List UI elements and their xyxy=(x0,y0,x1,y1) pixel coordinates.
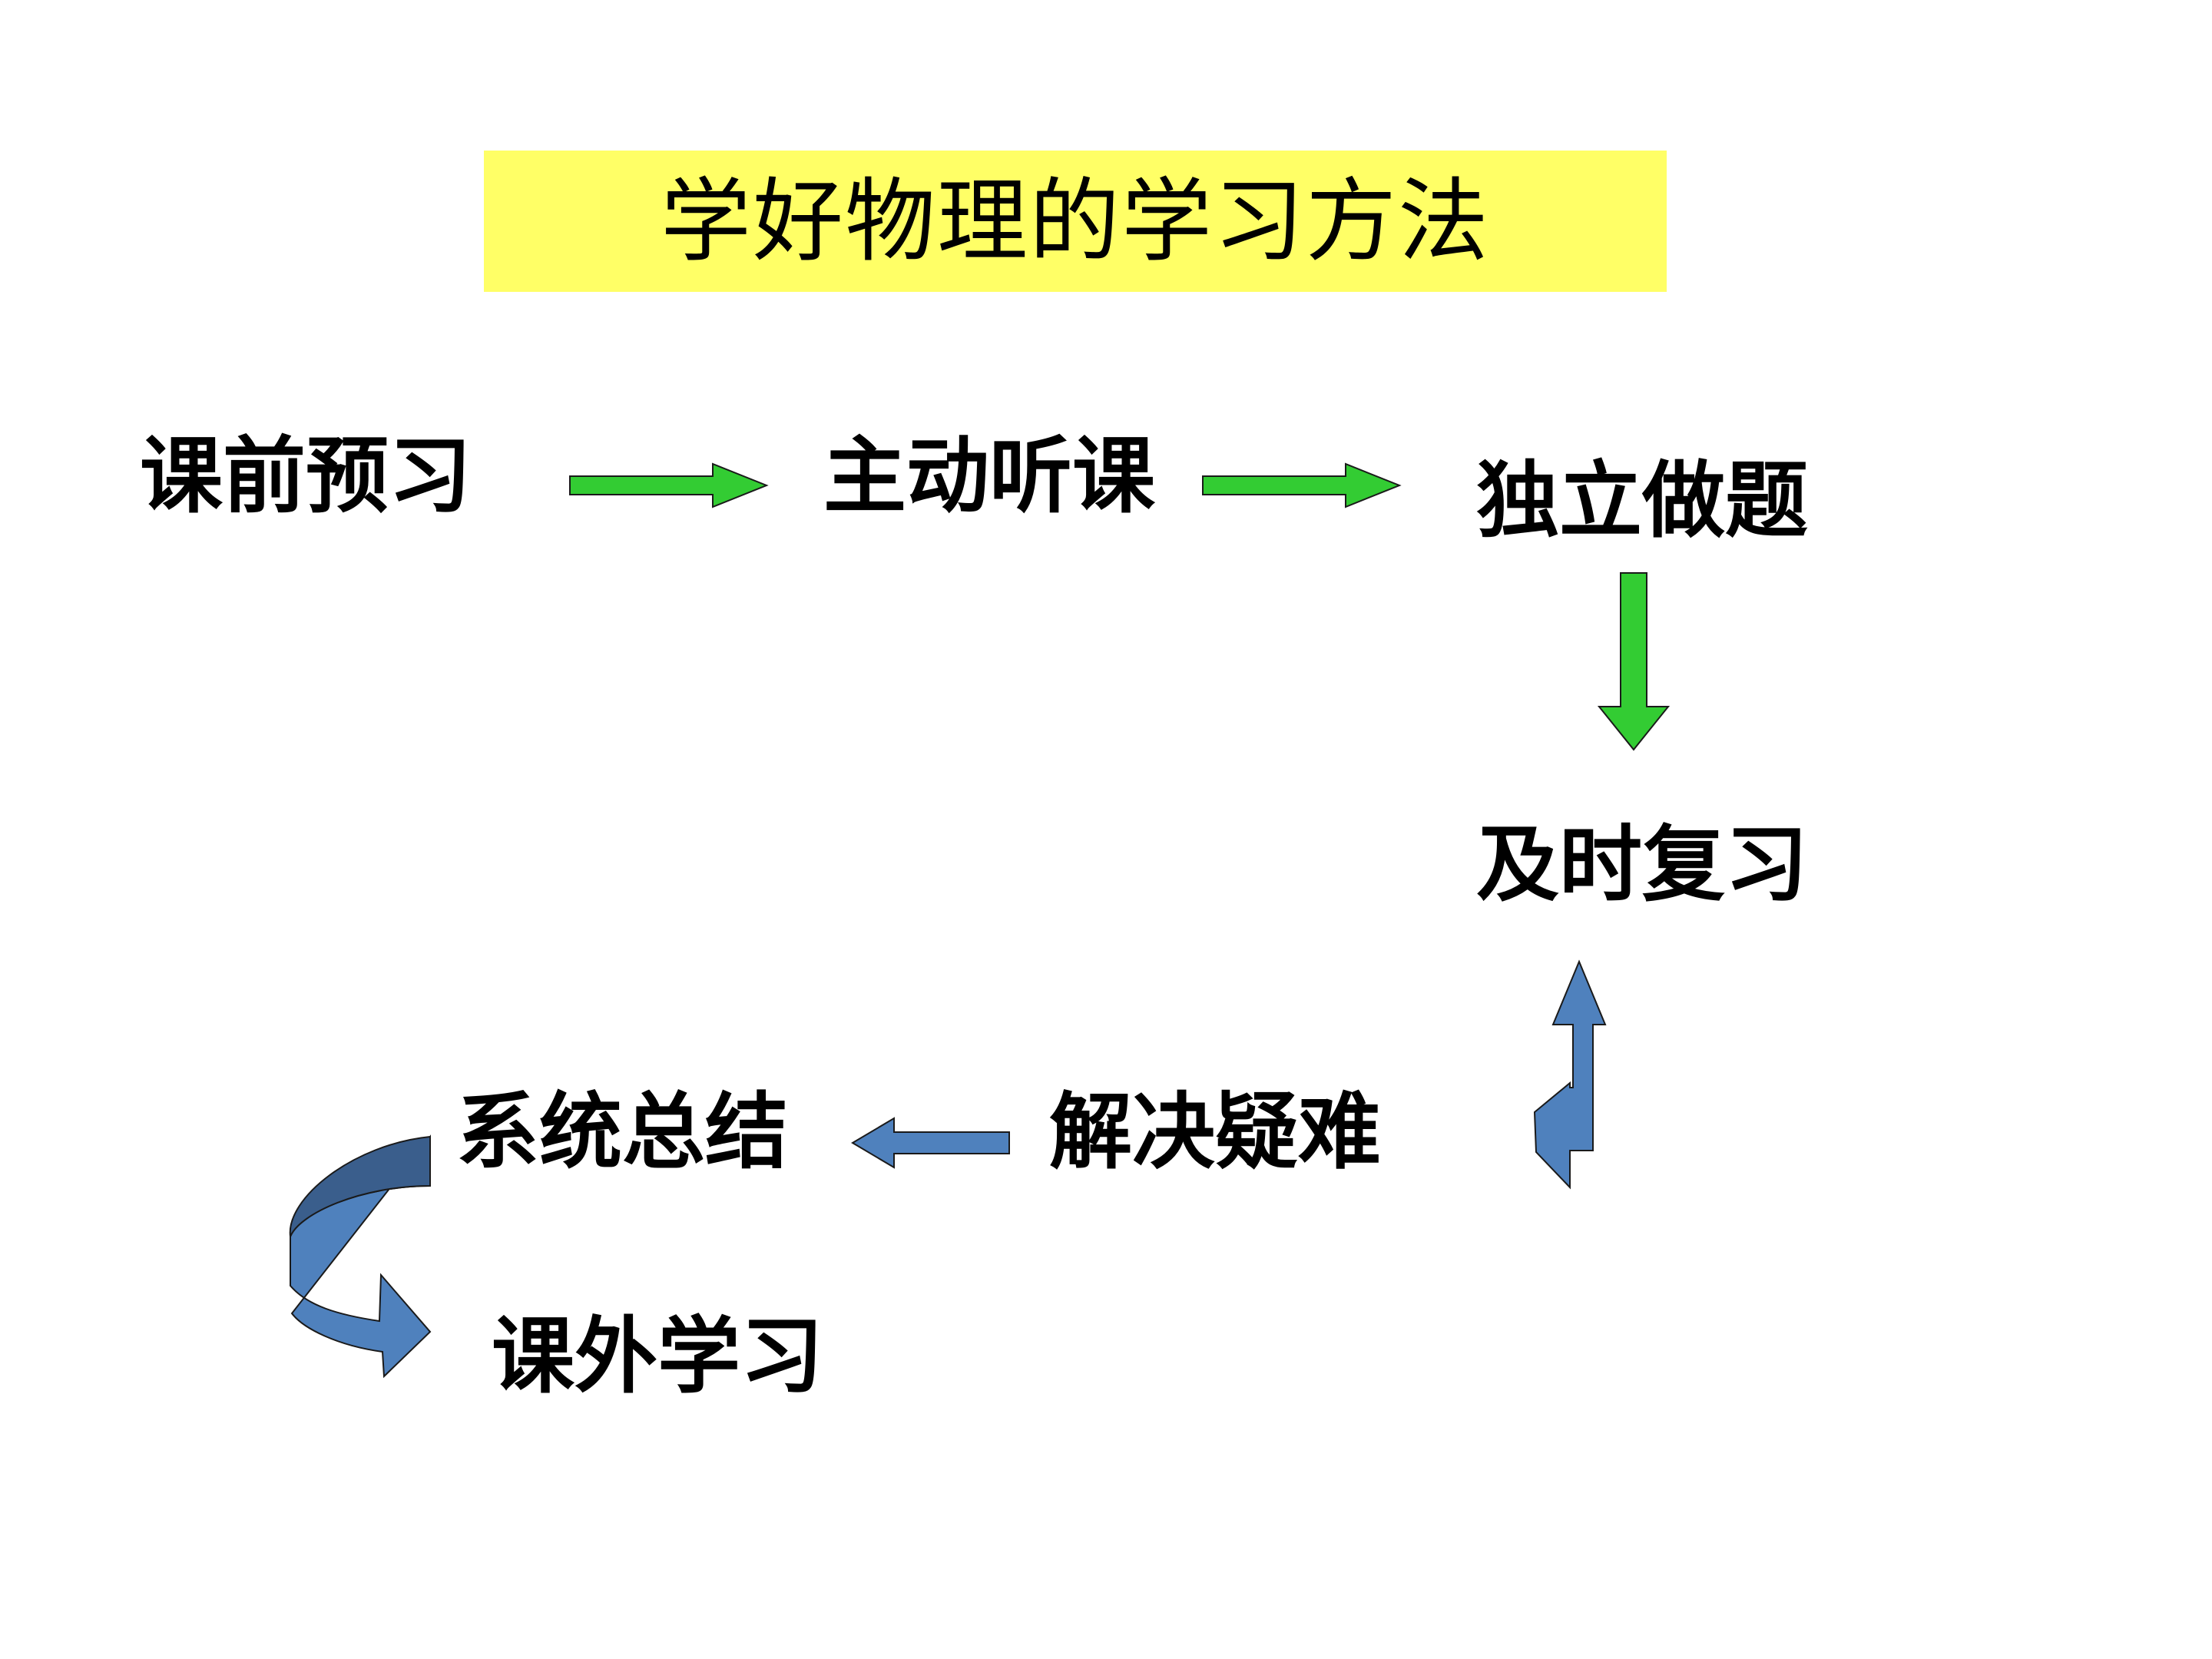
node-listen: 主动听课 xyxy=(823,428,1156,525)
node-extracurricular: 课外学习 xyxy=(492,1308,824,1405)
node-review: 及时复习 xyxy=(1476,816,1809,913)
node-summary: 系统总结 xyxy=(456,1084,789,1181)
arrow-down-icon xyxy=(1597,572,1671,751)
node-solve: 解决疑难 xyxy=(1049,1084,1382,1181)
curved-arrow-shade xyxy=(289,1135,431,1237)
arrow-right-icon xyxy=(569,462,769,508)
node-preview: 课前预习 xyxy=(140,428,472,525)
bent-up-arrow-icon xyxy=(1533,959,1607,1190)
arrow-left-icon xyxy=(851,1117,1010,1169)
title-banner: 学好物理的学习方法 xyxy=(484,151,1667,292)
node-practice: 独立做题 xyxy=(1476,452,1809,549)
arrow-right-icon xyxy=(1202,462,1402,508)
page-title: 学好物理的学习方法 xyxy=(660,168,1490,274)
